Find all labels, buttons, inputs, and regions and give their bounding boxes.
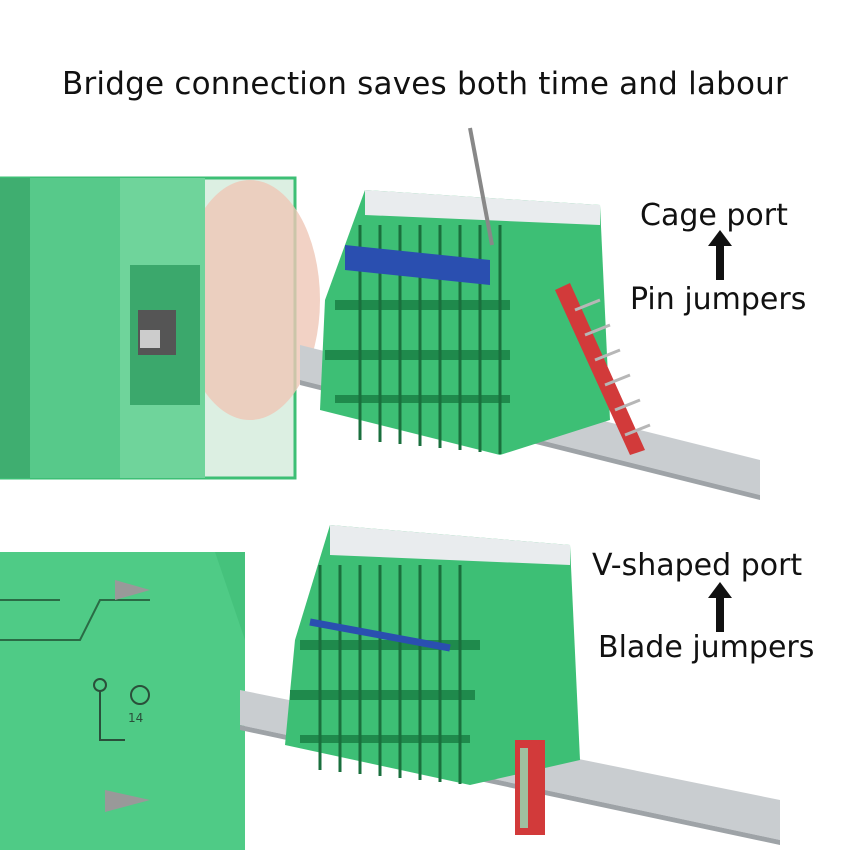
headline: Bridge connection saves both time and la…: [62, 66, 788, 102]
v-port-closeup: 14: [0, 552, 245, 850]
blade-jumpers-label: Blade jumpers: [598, 630, 815, 665]
up-arrow-icon: [708, 582, 732, 632]
terminal-block-bottom: [285, 525, 580, 785]
cage-port-label: Cage port: [640, 198, 788, 233]
cage-port-closeup: [0, 176, 320, 480]
pin-jumpers-label: Pin jumpers: [630, 282, 807, 317]
up-arrow-icon: [708, 230, 732, 280]
v-shaped-port-label: V-shaped port: [592, 548, 803, 583]
terminal-number: 14: [128, 711, 143, 725]
pin-jumper-red: [555, 283, 651, 455]
terminal-block-top: [320, 127, 610, 455]
blade-jumper-red: [515, 740, 545, 835]
